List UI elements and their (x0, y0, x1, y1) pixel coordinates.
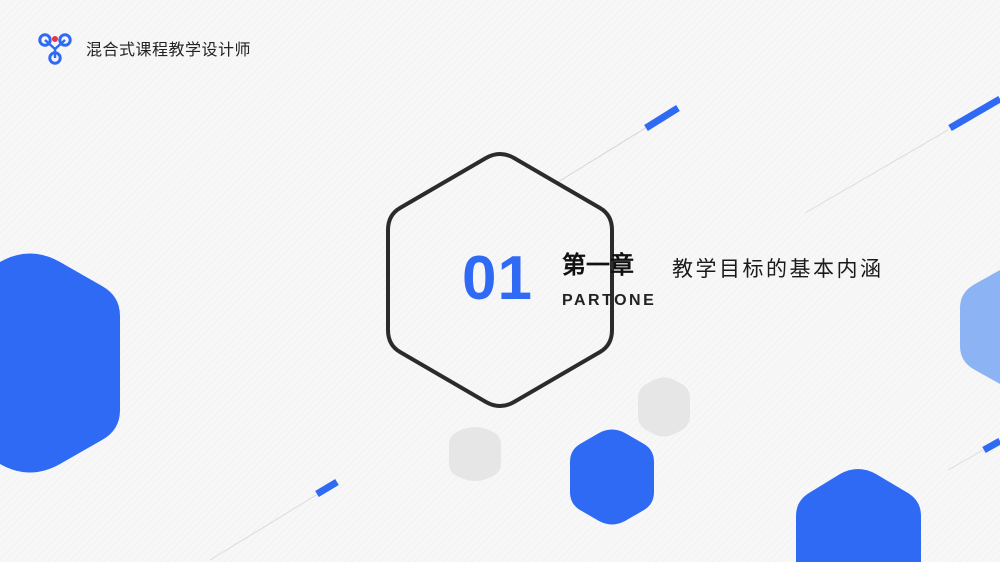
chapter-number: 01 (462, 244, 533, 313)
blue-dash-accent (644, 105, 680, 131)
thin-diagonal-line (804, 129, 949, 214)
blue-dash-accent (948, 95, 1000, 132)
blue-hexagon-center (570, 429, 654, 525)
header: 混合式课程教学设计师 (36, 30, 251, 66)
main-outline-hexagon (386, 152, 614, 408)
molecule-logo-icon (38, 33, 72, 65)
gray-hexagon-medium (638, 377, 690, 437)
chapter-title: 第一章 (562, 251, 634, 279)
chapter-subtitle: 教学目标的基本内涵 (672, 257, 884, 281)
light-blue-hexagon-right (960, 270, 1000, 384)
thin-diagonal-line (947, 448, 986, 471)
blue-hexagon-left (0, 253, 120, 473)
blue-dash-accent (315, 478, 339, 498)
thin-diagonal-line (557, 123, 653, 183)
thin-diagonal-line (209, 493, 319, 561)
chapter-english-label: PARTONE (562, 292, 657, 309)
blue-hexagon-bottom-right (796, 469, 921, 562)
brand-name: 混合式课程教学设计师 (86, 40, 252, 59)
blue-dash-accent (982, 437, 1000, 454)
gray-hexagon-small (449, 427, 501, 481)
